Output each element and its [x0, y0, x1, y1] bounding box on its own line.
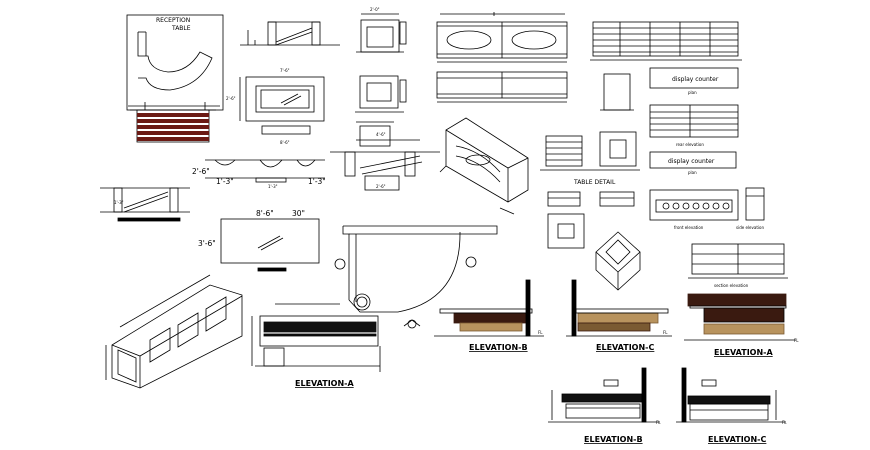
- fl-label-c: FL: [663, 330, 668, 335]
- elevation-b-mid-label: ELEVATION-B: [469, 343, 528, 352]
- elevation-b-bottom-label: ELEVATION-B: [584, 435, 643, 444]
- elevation-b-bottom: [548, 367, 660, 423]
- reception-table-title-2: TABLE: [171, 25, 191, 32]
- marker-arrow-right: [465, 256, 477, 268]
- coffee-table-section: [205, 159, 325, 183]
- side-table-section-left: [100, 187, 190, 222]
- elevation-a-right: [684, 293, 796, 341]
- side-elevation-top: [240, 21, 340, 46]
- dim-1-3-c: 1'-3": [308, 177, 326, 186]
- cabinet-top: [356, 13, 407, 53]
- dim-1-3-d: 1'-3": [114, 200, 124, 205]
- table-detail-cluster: [540, 131, 640, 171]
- front-elevation-display: [649, 187, 765, 221]
- oval-panel-plan: [436, 71, 568, 103]
- reception-counter-plan: [342, 225, 498, 313]
- isometric-box: [595, 231, 641, 291]
- small-cube-2: [599, 191, 635, 207]
- elevation-c-mid: [566, 279, 672, 337]
- isometric-console: [439, 117, 529, 215]
- plan-label-mid: plan: [688, 170, 697, 175]
- dim-2-6b: 2'-6": [376, 184, 386, 189]
- dim-30: 30": [292, 209, 305, 218]
- small-box-plan: [547, 213, 585, 249]
- elevation-b-mid: [434, 279, 544, 337]
- elevation-a-left-label: ELEVATION-A: [295, 379, 354, 388]
- elevation-a-right-label: ELEVATION-A: [714, 348, 773, 357]
- glass-table-plan: [220, 218, 320, 272]
- dim-3-6: 3'-6": [198, 239, 216, 248]
- isometric-long-cabinet: [105, 274, 243, 389]
- dim-7-6: 7'-6": [280, 68, 290, 73]
- table-detail-label: TABLE DETAIL: [573, 179, 616, 186]
- console-table-plan-small: [356, 121, 394, 147]
- display-counter-label-mid: display counter: [668, 158, 715, 165]
- fl-label-c2: FL: [782, 420, 787, 425]
- section-elevation-unit: [688, 243, 788, 279]
- small-cube-1: [547, 191, 581, 207]
- dim-1-3-b: 1'-3": [268, 184, 278, 189]
- rear-elevation-unit: [649, 104, 739, 138]
- elevation-c-bottom-label: ELEVATION-C: [708, 435, 766, 444]
- dim-8-6: 8'-6": [256, 209, 274, 218]
- dim-2-0: 2'-0": [370, 7, 380, 12]
- dim-2-6-v: 2'-6": [192, 167, 210, 176]
- fl-label-a: FL: [794, 338, 799, 343]
- glass-top-table-plan: [239, 76, 325, 135]
- fl-label-b2: FL: [656, 420, 661, 425]
- rear-elevation-label: rear elevation: [676, 142, 704, 147]
- marker-a: [403, 319, 421, 329]
- dim-8-6-top: 8'-6": [280, 140, 290, 145]
- dim-4-6: 4'-6": [376, 132, 386, 137]
- fl-label-b: FL: [538, 330, 543, 335]
- dim-1-3-a: 1'-3": [216, 177, 234, 186]
- elevation-a-left: [251, 303, 381, 372]
- side-elevation-label: side elevation: [736, 225, 764, 230]
- drawer-unit-elevation: [590, 21, 742, 61]
- section-elevation-label: section elevation: [714, 283, 749, 288]
- elevation-c-bottom: [676, 367, 786, 423]
- front-elevation-label: front elevation: [674, 225, 704, 230]
- console-table-section: [330, 139, 440, 191]
- reception-table-title-1: RECEPTION: [156, 17, 190, 24]
- plan-label-top: plan: [688, 90, 697, 95]
- dimension-labels: 7'-6" 2'-6" 8'-6" 2'-0" 4'-6" 2'-6" 1'-3…: [114, 7, 386, 248]
- display-counter-label-top: display counter: [672, 76, 719, 83]
- cabinet-plan: [355, 75, 407, 113]
- oval-panel-elevation: [436, 12, 568, 63]
- display-counter-plan-top: [649, 67, 739, 89]
- display-counter-plan-mid: [649, 151, 737, 169]
- elevation-c-mid-label: ELEVATION-C: [596, 343, 654, 352]
- dim-2-6: 2'-6": [226, 96, 236, 101]
- small-cabinet-elevation: [600, 73, 634, 111]
- reception-table-section: [130, 109, 216, 143]
- marker-arrow-left: [334, 258, 346, 270]
